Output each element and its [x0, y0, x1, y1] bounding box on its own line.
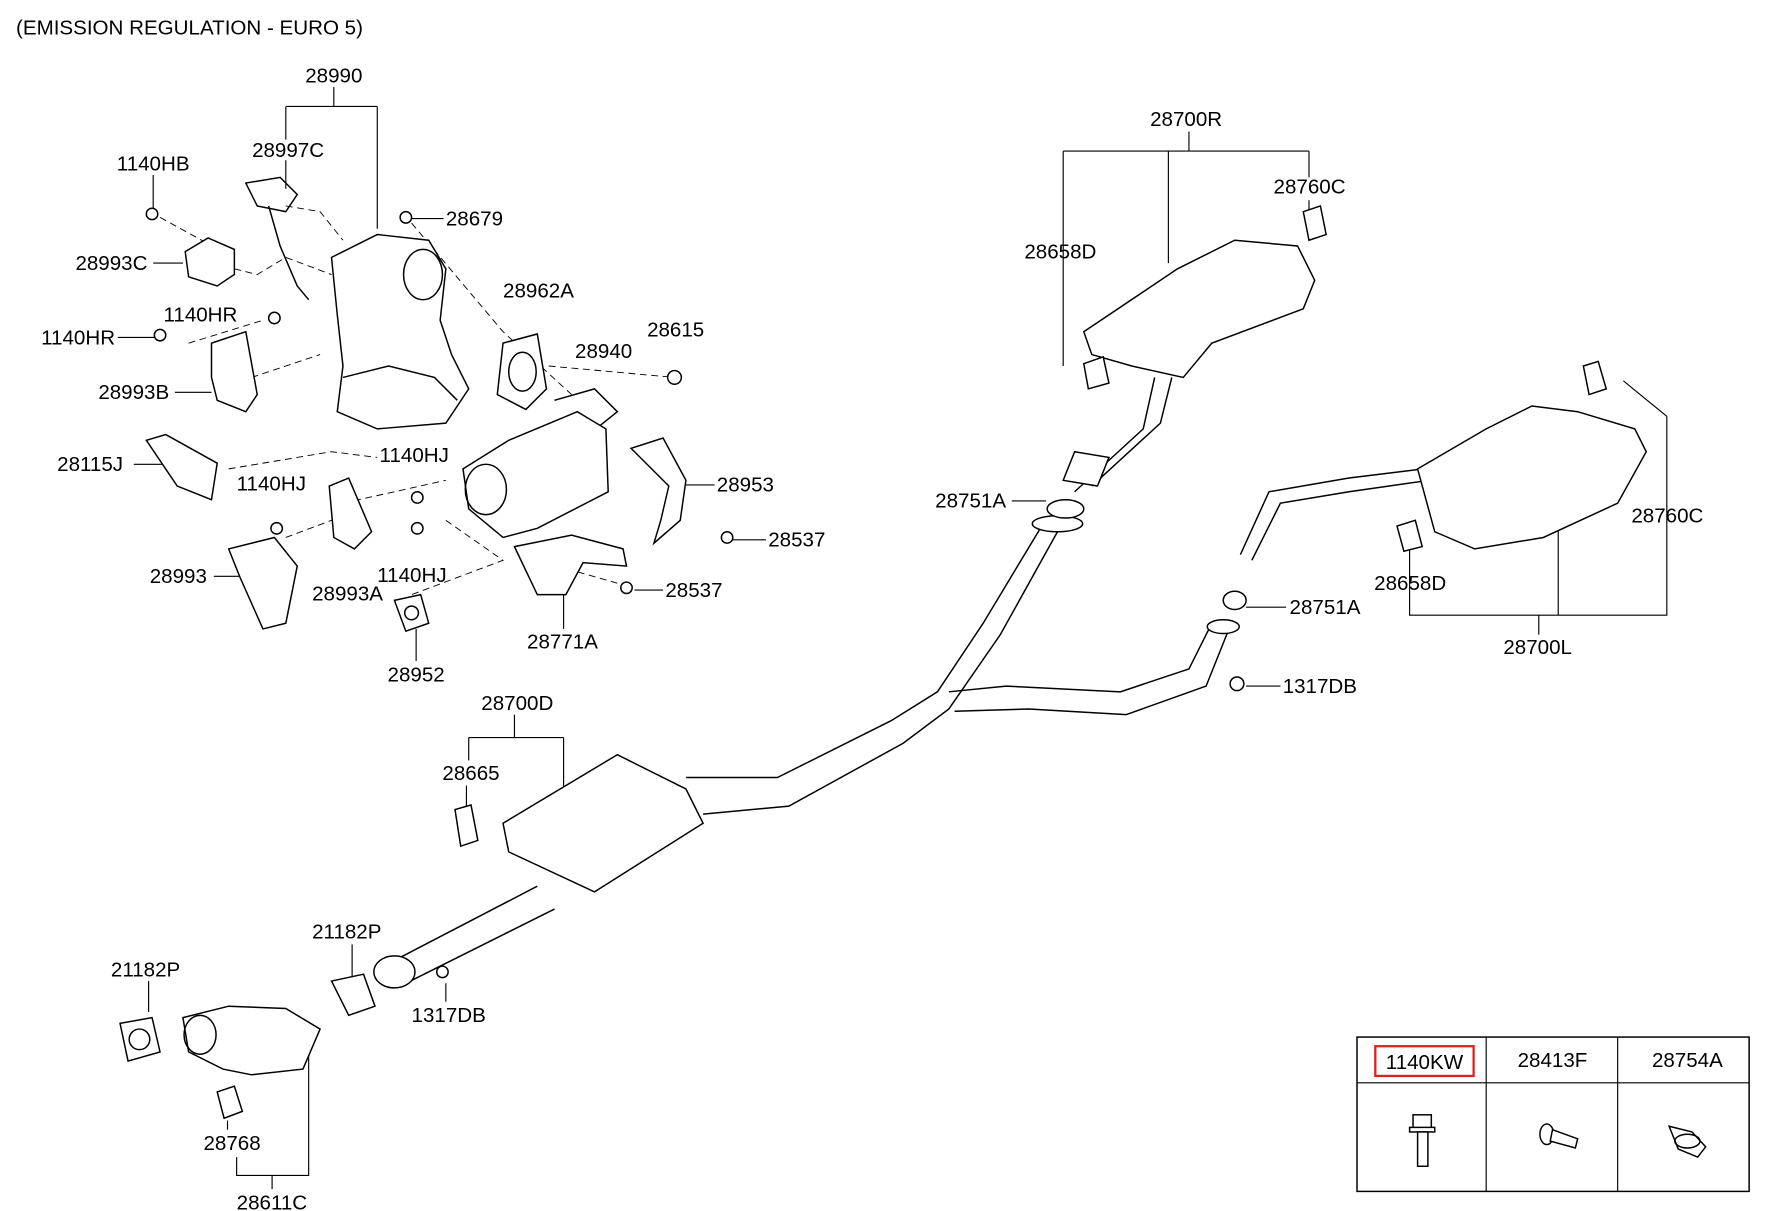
part-label[interactable]: 1140HJ [380, 444, 449, 467]
heat-shield-28115J [145, 433, 219, 501]
part-label[interactable]: 28953 [717, 474, 774, 497]
bracket-28993C [184, 237, 236, 287]
part-label[interactable]: 1317DB [1283, 675, 1357, 698]
part-label[interactable]: 21182P [111, 958, 180, 981]
part-label[interactable]: 28768 [203, 1132, 260, 1155]
dpf-28940 [462, 388, 619, 539]
table-part-28413f[interactable]: 28413F [1518, 1049, 1588, 1072]
bolt-icon [1539, 1123, 1579, 1149]
gasket-icon [1667, 1125, 1707, 1159]
part-label[interactable]: 28611C [237, 1192, 308, 1211]
table-part-1140kw[interactable]: 1140KW [1386, 1051, 1464, 1074]
gasket-21182P [119, 973, 376, 1063]
exhaust-pipe [373, 377, 1430, 989]
part-label[interactable]: 28993C [75, 252, 147, 275]
part-label[interactable]: 28115J [57, 453, 123, 476]
bracket-28993A [328, 477, 373, 550]
part-label[interactable]: 28751A [935, 490, 1006, 513]
flange-bolt-icon [1408, 1114, 1436, 1167]
part-label[interactable]: 28658D [1374, 572, 1446, 595]
part-label[interactable]: 28658D [1024, 241, 1096, 264]
part-label[interactable]: 1140HJ [237, 473, 306, 496]
part-label[interactable]: 1140HJ [377, 564, 446, 587]
part-label[interactable]: 28615 [647, 318, 704, 341]
heat-shield-28953 [629, 437, 687, 546]
part-label[interactable]: 1140HB [117, 153, 190, 176]
gasket-28751A [1046, 499, 1247, 611]
bracket-28771A [513, 534, 628, 596]
part-label[interactable]: 21182P [312, 921, 381, 944]
part-labels: 28990 28997C 1140HB 28679 28993C 1140HR … [41, 64, 1703, 1211]
fasteners [145, 207, 1245, 979]
muffler-28700L [1396, 360, 1648, 553]
part-label[interactable]: 28700D [481, 692, 553, 715]
diagram-title: (EMISSION REGULATION - EURO 5) [16, 16, 363, 39]
part-label[interactable]: 28997C [252, 139, 324, 162]
hanger-28665 [454, 804, 479, 848]
part-label[interactable]: 28993A [312, 582, 383, 605]
part-label[interactable]: 28665 [442, 762, 499, 785]
part-label[interactable]: 1140HR [163, 303, 237, 326]
catalytic-converter-28990 [244, 176, 470, 430]
part-label[interactable]: 1317DB [412, 1004, 486, 1027]
part-label[interactable]: 28952 [388, 664, 445, 687]
table-part-28754a[interactable]: 28754A [1652, 1049, 1723, 1072]
part-label[interactable]: 28537 [768, 529, 825, 552]
part-label[interactable]: 28993 [150, 565, 207, 588]
part-label[interactable]: 28700R [1150, 108, 1222, 131]
part-label[interactable]: 28760C [1274, 175, 1346, 198]
hanger-28768 [216, 1085, 244, 1120]
part-label[interactable]: 28537 [665, 579, 722, 602]
part-label[interactable]: 28962A [503, 279, 574, 302]
parts-table: 1140KW 28413F 28754A [1356, 1036, 1750, 1193]
bracket-28993 [227, 536, 299, 630]
part-label[interactable]: 1140HR [41, 326, 115, 349]
part-label[interactable]: 28679 [446, 207, 503, 230]
front-pipe-28611C [182, 1005, 322, 1076]
part-label[interactable]: 28990 [305, 64, 362, 87]
part-label[interactable]: 28751A [1290, 596, 1361, 619]
gasket-28952 [393, 593, 430, 633]
part-label[interactable]: 28993B [98, 381, 169, 404]
assembly-lines [159, 205, 675, 596]
gasket-28962A [496, 333, 548, 411]
part-label[interactable]: 28771A [527, 630, 598, 653]
highlight-box [1374, 1045, 1475, 1078]
part-label[interactable]: 28700L [1503, 636, 1572, 659]
muffler-28700R [1062, 204, 1327, 487]
part-label[interactable]: 28760C [1631, 505, 1703, 528]
bracket-28993B [210, 330, 259, 413]
part-label[interactable]: 28940 [575, 340, 632, 363]
